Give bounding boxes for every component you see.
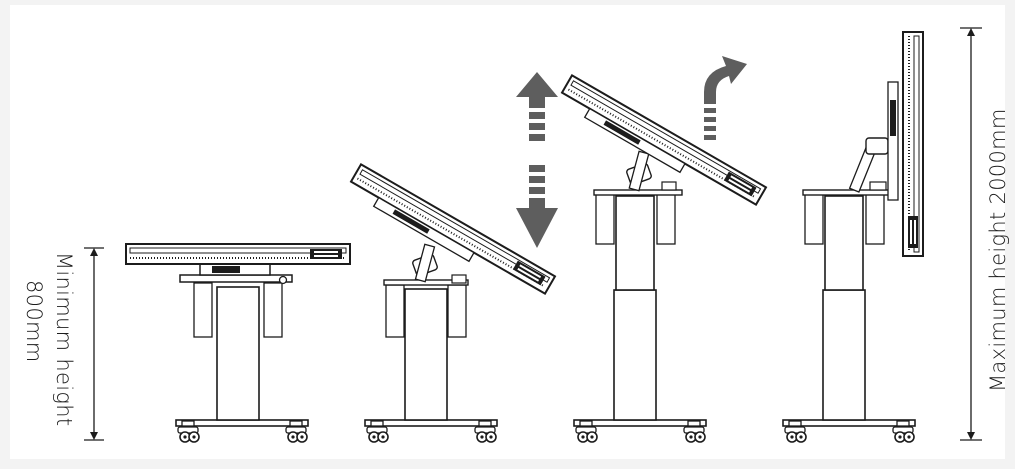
tilt-arrow-icon	[704, 56, 747, 140]
minimum-height-label-line1: Minimum height	[52, 252, 76, 427]
stand-2-tilted	[350, 163, 556, 443]
stand-1-minimum	[125, 243, 351, 443]
minimum-height-label-line2: 800mm	[22, 280, 46, 363]
maximum-height-label: Maximum height 2000mm	[986, 108, 1010, 392]
minimum-height-dimension	[84, 247, 104, 441]
maximum-height-dimension	[960, 27, 982, 441]
stand-4-maximum	[782, 31, 924, 443]
stand-3-raised-tilted	[561, 74, 767, 443]
up-down-arrow-icon	[516, 72, 558, 248]
